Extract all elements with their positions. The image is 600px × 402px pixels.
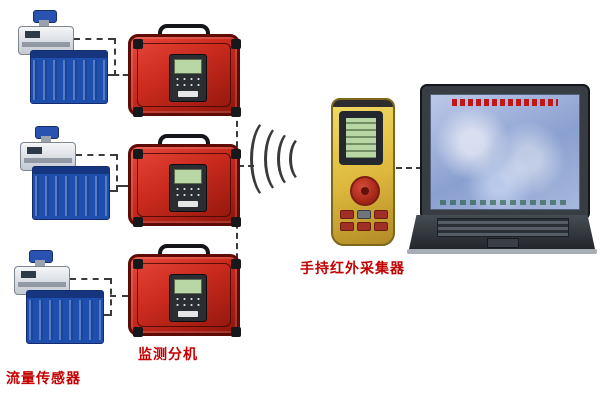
panel-label-plate	[178, 91, 198, 97]
control-panel	[169, 54, 207, 102]
connector-line	[100, 314, 110, 316]
connector-line	[110, 278, 112, 316]
laptop-base	[409, 215, 595, 249]
panel-screen	[174, 169, 202, 184]
flowmeter-neck	[41, 136, 51, 143]
panel-keypad	[174, 186, 200, 197]
handheld-button	[357, 222, 371, 231]
monitor-case-3	[128, 244, 241, 337]
flow-sensor-unit-1	[14, 10, 118, 110]
connector-line	[70, 278, 110, 280]
case-body	[128, 34, 241, 117]
wireless-signal-arc	[250, 118, 289, 200]
case-body	[128, 144, 241, 227]
software-title-bar	[451, 99, 559, 106]
tank-icon	[30, 50, 108, 104]
laptop-touchpad	[487, 238, 519, 248]
corner-bracket	[231, 107, 241, 117]
connector-line	[238, 165, 254, 167]
flow-sensor-unit-2	[16, 126, 120, 226]
case-inner-frame	[137, 263, 231, 327]
handheld-button	[374, 222, 388, 231]
corner-bracket	[133, 107, 143, 117]
corner-bracket	[231, 217, 241, 227]
flow-sensor-label: 流量传感器	[6, 371, 81, 387]
corner-bracket	[133, 259, 143, 269]
wireless-signal-arc	[277, 130, 308, 188]
connector-line	[104, 74, 114, 76]
control-panel	[169, 164, 207, 212]
handheld-collector-label: 手持红外采集器	[300, 261, 405, 277]
panel-screen	[174, 59, 202, 74]
flow-sensor-unit-3	[10, 250, 114, 350]
connector-line	[114, 74, 128, 76]
control-panel	[169, 274, 207, 322]
flowmeter-neck	[39, 20, 49, 27]
monitor-case-1	[128, 24, 241, 117]
corner-bracket	[231, 149, 241, 159]
connector-line	[106, 190, 116, 192]
connector-line	[116, 154, 118, 192]
connector-line	[396, 167, 422, 169]
corner-bracket	[133, 217, 143, 227]
laptop-screen-frame	[420, 84, 590, 220]
wireless-signal-arc	[289, 136, 316, 182]
flowmeter-icon	[20, 126, 76, 171]
panel-keypad	[174, 296, 200, 307]
connector-line	[116, 185, 128, 187]
tank-icon	[26, 290, 104, 344]
handheld-button	[340, 222, 354, 231]
tank-icon	[32, 166, 110, 220]
corner-bracket	[231, 327, 241, 337]
laptop-display	[430, 94, 580, 210]
laptop-front-edge	[407, 249, 597, 254]
handheld-collector	[331, 98, 395, 246]
laptop-keyboard	[437, 218, 569, 237]
connector-line	[110, 295, 128, 297]
corner-bracket	[133, 39, 143, 49]
handheld-button	[357, 210, 371, 219]
corner-bracket	[133, 327, 143, 337]
flowmeter-neck	[35, 260, 45, 267]
panel-keypad	[174, 76, 200, 87]
handheld-screen-bezel	[339, 111, 383, 165]
panel-screen	[174, 279, 202, 294]
corner-bracket	[231, 259, 241, 269]
connector-line	[114, 38, 116, 76]
case-inner-frame	[137, 153, 231, 217]
flowmeter-icon	[14, 250, 70, 295]
case-inner-frame	[137, 43, 231, 107]
corner-bracket	[133, 149, 143, 159]
corner-bracket	[231, 39, 241, 49]
connector-line	[76, 154, 116, 156]
panel-label-plate	[178, 201, 198, 207]
dpad-buttons	[350, 176, 380, 206]
case-body	[128, 254, 241, 337]
wireless-signal-arc	[264, 124, 299, 194]
handheld-button	[340, 210, 354, 219]
laptop	[407, 84, 597, 254]
handheld-button	[374, 210, 388, 219]
panel-label-plate	[178, 311, 198, 317]
monitor-case-2	[128, 134, 241, 227]
flowmeter-icon	[18, 10, 74, 55]
handheld-lcd-screen	[343, 115, 379, 161]
monitor-unit-label: 监测分机	[138, 347, 198, 363]
connector-line	[74, 38, 114, 40]
